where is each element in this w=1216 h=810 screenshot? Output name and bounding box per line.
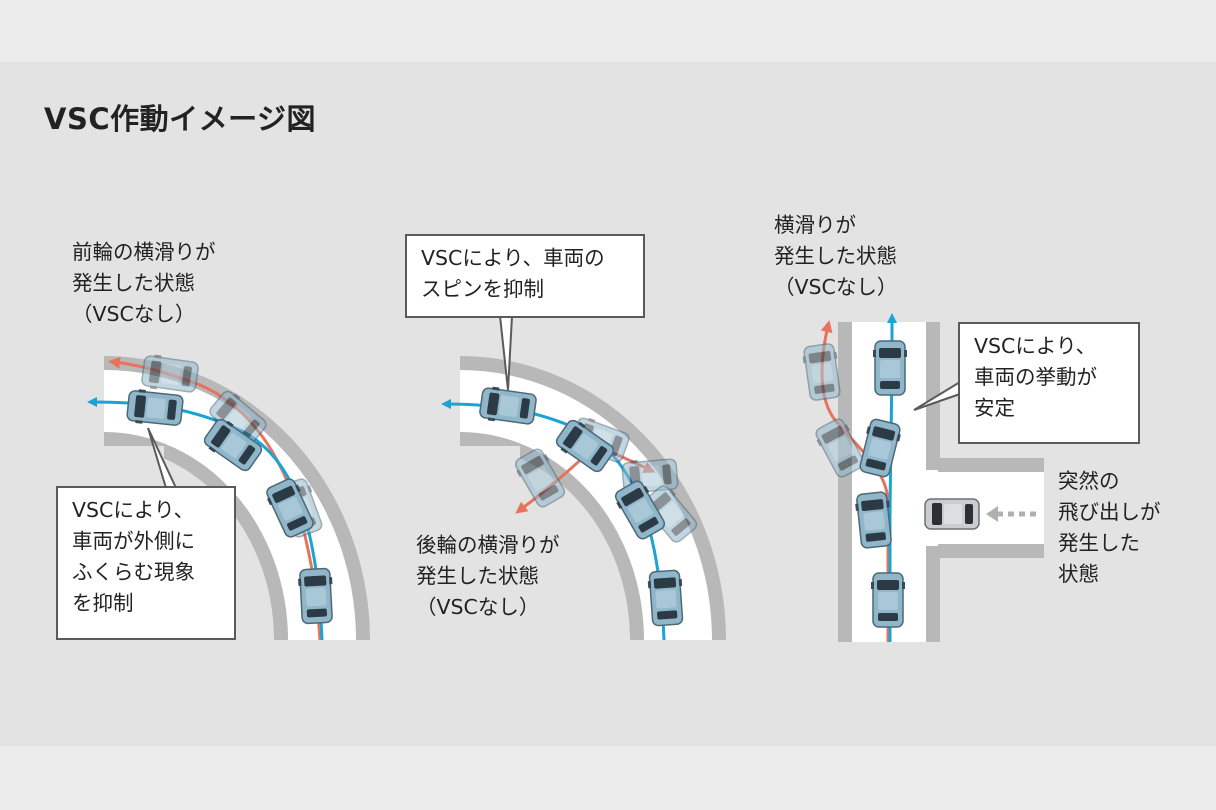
panel-2-road bbox=[460, 356, 726, 646]
panel-3-cars bbox=[801, 340, 980, 628]
panel-1-skid-label: 前輪の横滑りが 発生した状態 （VSCなし） bbox=[72, 240, 216, 326]
panel-2-callout: VSCにより、車両の スピンを抑制 bbox=[405, 234, 645, 318]
panel-3-callout: VSCにより、 車両の挙動が 安定 bbox=[958, 322, 1140, 444]
panel-2-skid-label: 後輪の横滑りが 発生した状態 （VSCなし） bbox=[416, 533, 560, 619]
panel-3-skid-label: 横滑りが 発生した状態 （VSCなし） bbox=[774, 213, 898, 299]
panel-1-callout: VSCにより、 車両が外側に ふくらむ現象 を抑制 bbox=[56, 486, 236, 640]
panel-3-sudden-label: 突然の 飛び出しが 発生した 状態 bbox=[1058, 469, 1161, 586]
page-title: VSC作動イメージ図 bbox=[44, 102, 317, 136]
